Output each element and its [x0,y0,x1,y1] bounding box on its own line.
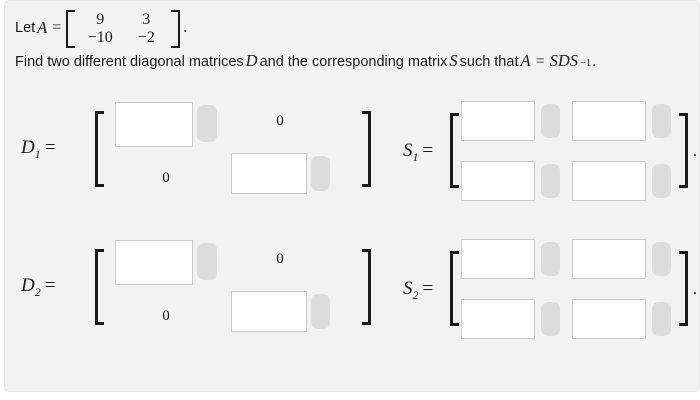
label-s1: S1= [403,140,433,165]
input-s2-r2c1[interactable] [461,299,535,339]
static-zero-d2-r1c2: 0 [276,251,284,267]
resize-handle-d1-r2c2[interactable] [311,156,330,191]
label-d2: D2= [21,275,55,300]
matrix-a-cell-r1c2: 3 [142,11,151,28]
resize-handle-s2-r2c1[interactable] [541,302,560,336]
inline-matrix-a: 9 3 −10 −2 [66,10,181,48]
input-s2-r1c2[interactable] [572,239,646,279]
problem-statement-line-1: Let A = 9 3 −10 −2 . [15,9,188,48]
resize-handle-d2-r2c2[interactable] [311,294,330,329]
trailing-period-s2: . [693,281,697,298]
equation-exponent: −1 [580,58,592,69]
label-d1-sub: 1 [34,146,41,161]
symbol-d: D [245,51,258,70]
equals-sign: = [52,19,62,36]
matrix-a-cell-r2c2: −2 [137,29,155,46]
input-d1-r2c2[interactable] [231,153,307,194]
problem-statement-line-2: Find two different diagonal matrices D a… [15,51,596,71]
resize-handle-s2-r1c2[interactable] [652,242,671,276]
label-d1: D1= [21,137,55,162]
bracket-left-s2 [450,251,459,326]
input-d1-r1c1[interactable] [115,102,193,147]
instruction-part-3: such that [459,54,519,70]
matrix-a-cell-r2c1: −10 [87,29,113,46]
inline-bracket-left [66,10,76,48]
label-d2-base: D [21,275,35,296]
bracket-right-d1 [362,111,371,187]
equation-lhs: A [520,51,531,70]
static-zero-d2-r2c1: 0 [162,308,170,324]
label-d2-equals: = [44,275,56,296]
bracket-right-s2 [679,251,688,326]
inline-bracket-right [171,10,181,48]
intro-text: Let [15,20,36,36]
label-s1-base: S [403,140,413,161]
label-s2: S2= [403,278,433,303]
input-s1-r1c2[interactable] [572,101,646,141]
input-d2-r2c2[interactable] [231,291,307,332]
input-s1-r2c2[interactable] [572,161,646,201]
input-s2-r1c1[interactable] [461,239,535,279]
resize-handle-d1-r1c1[interactable] [197,105,217,142]
input-s1-r1c1[interactable] [461,101,535,141]
label-d1-equals: = [44,137,56,158]
resize-handle-d2-r1c1[interactable] [197,243,217,280]
resize-handle-s2-r2c2[interactable] [652,302,671,336]
input-d2-r1c1[interactable] [115,240,193,285]
symbol-s: S [449,51,458,70]
resize-handle-s1-r2c2[interactable] [652,164,671,198]
input-s1-r2c1[interactable] [461,161,535,201]
bracket-left-d2 [95,249,104,325]
equation-rhs: SDS [549,51,579,70]
resize-handle-s1-r1c1[interactable] [541,104,560,138]
bracket-right-s1 [679,113,688,188]
resize-handle-s1-r2c1[interactable] [541,164,560,198]
label-s2-base: S [403,278,413,299]
input-s2-r2c2[interactable] [572,299,646,339]
bracket-right-d2 [362,249,371,325]
resize-handle-s1-r1c2[interactable] [652,104,671,138]
instruction-period: . [592,53,597,70]
problem-card: Let A = 9 3 −10 −2 . Find two different … [4,0,700,392]
resize-handle-s2-r1c1[interactable] [541,242,560,276]
label-d2-sub: 2 [34,284,41,299]
statement-period: . [183,19,188,36]
bracket-left-d1 [95,111,104,187]
label-s1-sub: 1 [412,149,419,164]
inline-matrix-a-body: 9 3 −10 −2 [75,10,171,48]
instruction-part-2: and the corresponding matrix [259,54,448,70]
trailing-period-s1: . [693,143,697,160]
static-zero-d1-r2c1: 0 [162,170,170,186]
instruction-part-1: Find two different diagonal matrices [15,54,244,70]
equation-equals: = [535,53,545,70]
label-s2-sub: 2 [412,287,419,302]
label-d1-base: D [21,137,35,158]
matrix-a-cell-r1c1: 9 [96,11,105,28]
label-s1-equals: = [422,140,434,161]
static-zero-d1-r1c2: 0 [276,113,284,129]
label-s2-equals: = [422,278,434,299]
bracket-left-s1 [450,113,459,188]
matrix-a-symbol: A [37,18,48,37]
